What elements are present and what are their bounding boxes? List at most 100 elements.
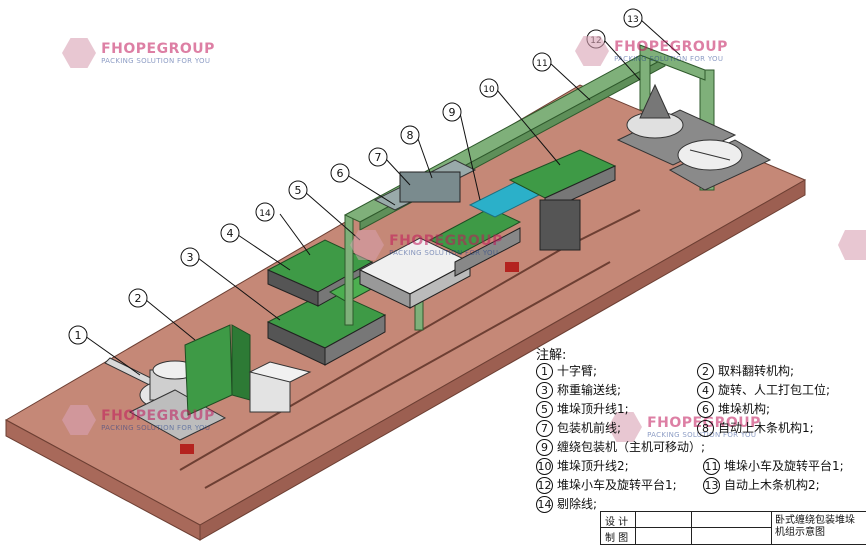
legend-title: 注解:: [536, 348, 567, 363]
callout-number: 14: [259, 209, 271, 219]
legend-item: 10 堆垛顶升线2;: [536, 457, 629, 475]
title-block-cell: [691, 512, 772, 528]
watermark-logo-2: FHOPEGROUP PACKING SOLUTION FOR YOU: [575, 36, 728, 66]
legend-item: 12 堆垛小车及旋转平台1;: [536, 476, 677, 494]
legend-item: 13 自动上木条机构2;: [703, 476, 820, 494]
legend-item-text: 剔除线;: [557, 497, 598, 511]
callout-10: 10: [479, 78, 499, 98]
legend-item-text: 堆垛小车及旋转平台1;: [557, 478, 677, 492]
callout-7: 7: [368, 147, 388, 167]
callout-6: 6: [330, 163, 350, 183]
watermark-brand: FHOPEGROUP: [101, 41, 215, 57]
callout-number: 5: [295, 184, 302, 197]
hexagon-logo-icon: [350, 230, 384, 260]
legend-item-number: 2: [697, 363, 714, 380]
legend-item-text: 包装机前线;: [557, 421, 622, 435]
drafting-label: 制 图: [605, 533, 629, 544]
drawing-title: 卧式缠绕包装堆垛机组示意图: [775, 515, 855, 538]
hexagon-logo-icon: [62, 405, 96, 435]
legend-item-number: 7: [536, 420, 553, 437]
legend-item-text: 堆垛顶升线1;: [557, 402, 629, 416]
hexagon-logo-icon: [608, 412, 642, 442]
callout-number: 1: [75, 329, 82, 342]
title-block-label-cell: 制 图: [601, 527, 636, 545]
floor-trench-2: [204, 261, 611, 489]
legend-item: 11 堆垛小车及旋转平台1;: [703, 457, 844, 475]
legend-item-number: 12: [536, 477, 553, 494]
leader-lines: [84, 19, 681, 376]
callout-4: 4: [220, 223, 240, 243]
legend-item: 3 称重输送线;: [536, 381, 621, 399]
legend-item-number: 11: [703, 458, 720, 475]
legend-item: 14 剔除线;: [536, 495, 597, 513]
title-block-title-cell: 卧式缠绕包装堆垛机组示意图: [771, 512, 866, 545]
callout-number: 8: [407, 129, 414, 142]
floor-pit-2: [180, 444, 194, 454]
rotating-platforms: [616, 83, 772, 191]
legend-item: 5 堆垛顶升线1;: [536, 400, 629, 418]
callout-5: 5: [288, 180, 308, 200]
legend-item-number: 10: [536, 458, 553, 475]
watermark-logo-1: FHOPEGROUP PACKING SOLUTION FOR YOU: [62, 38, 215, 68]
legend-item-text: 十字臂;: [557, 364, 598, 378]
legend-item-text: 旋转、人工打包工位;: [718, 383, 831, 397]
legend-item-text: 堆垛顶升线2;: [557, 459, 629, 473]
watermark-tagline: PACKING SOLUTION FOR YOU: [389, 249, 499, 257]
legend-item-number: 8: [697, 420, 714, 437]
callout-number: 9: [449, 106, 456, 119]
legend-item-text: 缠绕包装机（主机可移动）;: [557, 440, 706, 454]
callout-3: 3: [180, 247, 200, 267]
callout-13: 13: [623, 8, 643, 28]
legend-item: 1 十字臂;: [536, 362, 597, 380]
lift-line-2: [508, 149, 617, 251]
hexagon-logo-icon: [62, 38, 96, 68]
legend-item: 9 缠绕包装机（主机可移动）;: [536, 438, 705, 456]
legend-item-text: 称重输送线;: [557, 383, 622, 397]
legend-item-number: 6: [697, 401, 714, 418]
title-block: 设 计 制 图 卧式缠绕包装堆垛机组示意图: [600, 511, 866, 545]
floor-platform-side-right: [199, 179, 806, 541]
legend-item-text: 取料翻转机构;: [718, 364, 795, 378]
callout-number: 6: [337, 167, 344, 180]
watermark-tagline: PACKING SOLUTION FOR YOU: [614, 55, 724, 63]
title-block-cell: [635, 527, 692, 545]
flip-mechanism: [184, 324, 312, 416]
legend-item-text: 堆垛机构;: [718, 402, 771, 416]
callout-number: 10: [483, 85, 495, 95]
callout-number: 4: [227, 227, 234, 240]
legend-item-number: 1: [536, 363, 553, 380]
callout-1: 1: [68, 325, 88, 345]
callout-11: 11: [532, 52, 552, 72]
watermark-brand: FHOPEGROUP: [389, 233, 503, 249]
watermark-tagline: PACKING SOLUTION FOR YOU: [101, 57, 211, 65]
callout-number: 11: [536, 59, 547, 69]
callout-layer: 1234567891011121314: [68, 8, 643, 345]
design-label: 设 计: [605, 517, 629, 528]
legend-item: 2 取料翻转机构;: [697, 362, 794, 380]
legend-item-number: 13: [703, 477, 720, 494]
callout-number: 3: [187, 251, 194, 264]
legend-item-number: 3: [536, 382, 553, 399]
hexagon-logo-icon: [575, 36, 609, 66]
title-block-cell: [635, 512, 692, 528]
callout-2: 2: [128, 288, 148, 308]
legend-item: 6 堆垛机构;: [697, 400, 770, 418]
title-block-label-cell: 设 计: [601, 512, 636, 528]
callout-9: 9: [442, 102, 462, 122]
callout-number: 7: [375, 151, 382, 164]
floor-pit: [505, 262, 519, 272]
callout-number: 2: [135, 292, 142, 305]
legend-item-number: 9: [536, 439, 553, 456]
watermark-brand: FHOPEGROUP: [614, 39, 728, 55]
legend-item-text: 堆垛小车及旋转平台1;: [724, 459, 844, 473]
legend-item-text: 自动上木条机构2;: [724, 478, 820, 492]
watermark-brand: FHOPEGROUP: [101, 408, 215, 424]
watermark-tagline: PACKING SOLUTION FOR YOU: [101, 424, 211, 432]
legend-item-number: 14: [536, 496, 553, 513]
watermark-logo-4: FHOPEGROUP PACKING SOLUTION FOR YOU: [62, 405, 215, 435]
legend-item-number: 5: [536, 401, 553, 418]
callout-14: 14: [255, 202, 275, 222]
watermark-logo-3: FHOPEGROUP PACKING SOLUTION FOR YOU: [350, 230, 503, 260]
